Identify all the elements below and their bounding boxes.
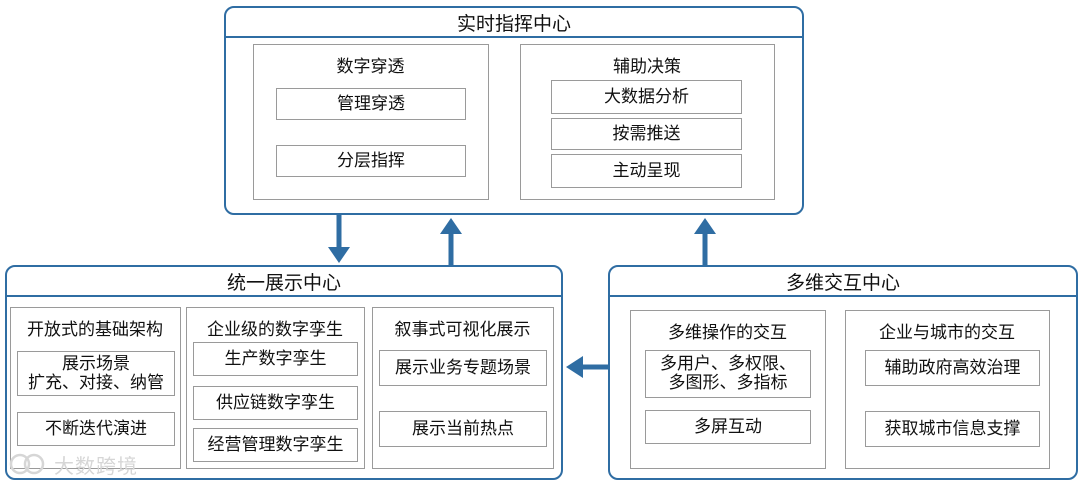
- watermark-logo-icon: [9, 453, 45, 475]
- enterprise-digital-twin-title: 企业级的数字孪生: [207, 319, 343, 340]
- multi-screen-box: 多屏互动: [645, 410, 811, 444]
- active-presentation-box: 主动呈现: [551, 154, 742, 188]
- government-governance-box: 辅助政府高效治理: [865, 350, 1040, 386]
- arrow-up-to-command-center: [440, 218, 462, 265]
- watermark: 大数跨境: [8, 450, 138, 478]
- on-demand-push-box: 按需推送: [551, 118, 742, 150]
- current-hotspot-box: 展示当前热点: [379, 411, 547, 447]
- enterprise-city-title: 企业与城市的交互: [879, 322, 1015, 343]
- production-twin-box: 生产数字孪生: [193, 342, 358, 376]
- multidimensional-operation-title: 多维操作的交互: [668, 322, 787, 343]
- continuous-iteration-box: 不断迭代演进: [17, 412, 175, 446]
- decision-support-title: 辅助决策: [613, 56, 681, 77]
- arrow-up-from-interaction-center: [694, 218, 716, 265]
- big-data-analysis-box: 大数据分析: [551, 80, 742, 114]
- watermark-text: 大数跨境: [54, 453, 138, 478]
- realtime-command-center-title: 实时指挥中心: [226, 8, 802, 38]
- narrative-visualization-title: 叙事式可视化展示: [394, 319, 531, 340]
- open-architecture-title: 开放式的基础架构: [27, 319, 163, 340]
- digital-penetration-title: 数字穿透: [336, 56, 405, 77]
- operations-twin-box: 经营管理数字孪生: [193, 428, 358, 462]
- unified-display-center-title: 统一展示中心: [7, 267, 561, 297]
- scene-expansion-box: 展示场景 扩充、对接、纳管: [17, 351, 175, 396]
- arrow-left-to-display-center: [566, 356, 608, 378]
- arrow-down-to-display-center: [328, 215, 350, 263]
- multi-user-box: 多用户、多权限、 多图形、多指标: [645, 350, 811, 398]
- business-scene-box: 展示业务专题场景: [379, 350, 547, 386]
- multidimensional-interaction-center-title: 多维交互中心: [610, 267, 1076, 297]
- city-info-support-box: 获取城市信息支撑: [865, 411, 1040, 447]
- layered-command-box: 分层指挥: [276, 145, 466, 177]
- management-penetration-box: 管理穿透: [276, 88, 466, 120]
- supply-chain-twin-box: 供应链数字孪生: [193, 386, 358, 420]
